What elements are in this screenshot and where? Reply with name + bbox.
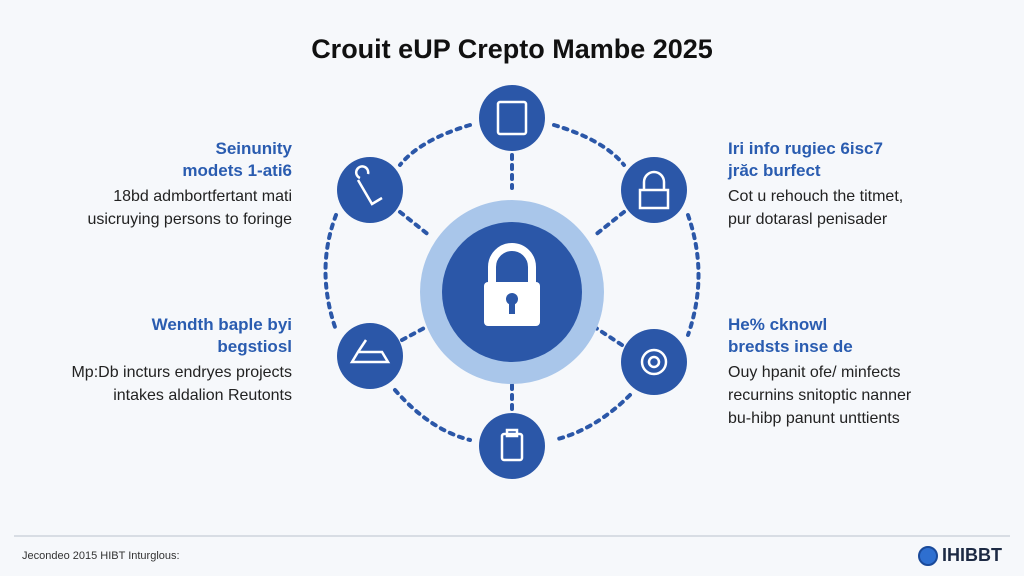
document-icon <box>496 100 528 136</box>
block-heading: jrăc burfect <box>728 161 821 180</box>
document-node <box>479 85 545 151</box>
block-heading: Seinunity <box>215 139 292 158</box>
block-heading: begstiosl <box>217 337 292 356</box>
connector-arc <box>552 393 632 442</box>
connector-line <box>592 210 626 238</box>
info-block-left-2: Wendth baple byi begstiosl Mp:Db incturs… <box>0 314 292 407</box>
connector-arc <box>398 123 472 167</box>
footer-text: Jecondeo 2015 HIBT Inturglous: <box>22 550 180 562</box>
logo-text: IHIBBT <box>942 545 1002 565</box>
info-block-right-1: Iri info rugiec 6isc7 jrăc burfect Cot u… <box>728 138 1024 231</box>
brand-logo: IHIBBT <box>918 545 1002 566</box>
padlock-icon <box>638 170 670 210</box>
connector-arc <box>323 213 338 332</box>
tools-node <box>337 323 403 389</box>
clipboard-node <box>479 413 545 479</box>
tools-icon <box>349 339 391 364</box>
block-heading: Wendth baple byi <box>151 315 292 334</box>
block-heading: He% cknowl <box>728 315 828 334</box>
hand-key-icon <box>355 165 383 206</box>
block-heading: Iri info rugiec 6isc7 <box>728 139 883 158</box>
clipboard-icon <box>500 428 524 462</box>
info-block-right-2: He% cknowl bredsts inse de Ouy hpanit of… <box>728 314 1024 430</box>
block-body: Cot u rehouch the titmet,pur dotarasl pe… <box>728 188 904 228</box>
connector-line <box>594 326 624 347</box>
connector-arc <box>686 213 701 337</box>
connector-arc <box>393 388 472 442</box>
page-title: Crouit eUP Crepto Mambe 2025 <box>311 34 713 64</box>
block-heading: modets 1-ati6 <box>182 161 292 180</box>
gear-icon <box>640 348 668 376</box>
info-block-left-1: Seinunity modets 1-ati6 18bd admbortfert… <box>0 138 292 231</box>
block-heading: bredsts inse de <box>728 337 853 356</box>
hand-key-node <box>337 157 403 223</box>
gear-node <box>621 329 687 395</box>
connector-line <box>398 210 432 238</box>
footer-divider <box>14 535 1010 537</box>
connector-arc <box>552 123 626 167</box>
connector-line <box>400 324 430 342</box>
center-lock-icon <box>484 243 540 326</box>
logo-icon <box>918 545 938 566</box>
